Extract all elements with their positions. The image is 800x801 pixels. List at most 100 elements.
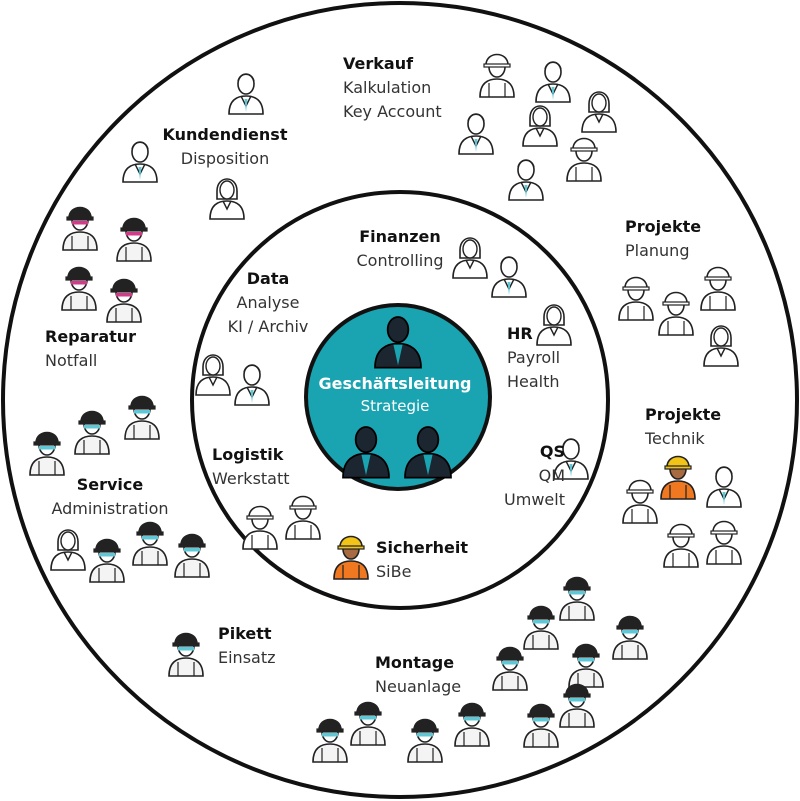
worker-icon [62, 206, 98, 251]
worker-icon [454, 702, 490, 747]
worker-icon [61, 266, 97, 311]
people-icons [29, 53, 742, 763]
label-finanzen: Finanzen Controlling [350, 225, 450, 273]
reparatur-sub-1: Notfall [45, 351, 98, 370]
core-circle [304, 303, 492, 491]
kundendienst-sub-1: Disposition [180, 149, 270, 168]
worker-icon [660, 455, 696, 500]
montage-title: Montage [375, 653, 455, 672]
label-projekte-technik: Projekte Technik [645, 403, 721, 451]
worker-icon [622, 479, 658, 524]
verkauf-sub-2: Key Account [343, 102, 442, 121]
worker-icon [479, 53, 515, 98]
worker-icon [523, 703, 559, 748]
core-subtitle: Strategie [360, 397, 430, 415]
worker-icon [242, 505, 278, 550]
kundendienst-title: Kundendienst [162, 125, 288, 144]
woman-icon [50, 529, 86, 571]
sicherheit-sub-1: SiBe [376, 562, 412, 581]
service-sub-1: Administration [51, 499, 169, 518]
data-sub-1: Analyse [236, 293, 300, 312]
label-kundendienst: Kundendienst Disposition [150, 123, 300, 171]
worker-icon [124, 395, 160, 440]
worker-icon [492, 646, 528, 691]
woman-icon [581, 91, 617, 133]
worker-icon [312, 718, 348, 763]
worker-icon [559, 576, 595, 621]
label-sicherheit: Sicherheit SiBe [376, 536, 468, 584]
qs-title: QS [539, 442, 565, 461]
data-title: Data [246, 269, 290, 288]
qs-sub-1: QM [538, 466, 565, 485]
projekte1-sub-1: Planung [625, 241, 690, 260]
verkauf-sub-1: Kalkulation [343, 78, 432, 97]
montage-sub-1: Neuanlage [375, 677, 462, 696]
label-montage: Montage Neuanlage [375, 651, 461, 699]
worker-icon [333, 535, 369, 580]
worker-icon [663, 523, 699, 568]
sicherheit-title: Sicherheit [376, 538, 468, 557]
reparatur-title: Reparatur [45, 327, 137, 346]
worker-icon [658, 291, 694, 336]
worker-icon [106, 278, 142, 323]
person-icon [706, 466, 742, 508]
hr-sub-1: Payroll [507, 348, 561, 367]
core-title: Geschäftsleitung [318, 374, 472, 393]
worker-icon [523, 605, 559, 650]
hr-title: HR [507, 324, 533, 343]
pikett-title: Pikett [218, 624, 272, 643]
worker-icon [132, 521, 168, 566]
woman-icon [195, 354, 231, 396]
label-data: Data Analyse KI / Archiv [218, 267, 318, 339]
logistik-sub-1: Werkstatt [212, 469, 290, 488]
worker-icon [700, 266, 736, 311]
worker-icon [350, 701, 386, 746]
worker-icon [29, 431, 65, 476]
projekte2-sub-1: Technik [645, 429, 705, 448]
worker-icon [559, 683, 595, 728]
projekte2-title: Projekte [645, 405, 722, 424]
worker-icon [706, 520, 742, 565]
label-reparatur: Reparatur Notfall [45, 325, 136, 373]
finanzen-title: Finanzen [359, 227, 441, 246]
verkauf-title: Verkauf [343, 54, 414, 73]
worker-icon [89, 538, 125, 583]
person-icon [491, 256, 527, 298]
person-icon [234, 364, 270, 406]
person-icon [228, 73, 264, 115]
hr-sub-2: Health [507, 372, 560, 391]
worker-icon [566, 137, 602, 182]
person-icon [508, 159, 544, 201]
label-verkauf: Verkauf Kalkulation Key Account [343, 52, 442, 124]
label-projekte-planung: Projekte Planung [625, 215, 701, 263]
service-title: Service [76, 475, 144, 494]
person-icon [122, 141, 158, 183]
worker-icon [74, 410, 110, 455]
label-service: Service Administration [35, 473, 185, 521]
worker-icon [568, 643, 604, 688]
label-hr: HR Payroll Health [507, 322, 560, 394]
qs-sub-2: Umwelt [504, 490, 565, 509]
core-label: Geschäftsleitung Strategie [305, 373, 485, 417]
worker-icon [168, 632, 204, 677]
worker-icon [407, 718, 443, 763]
label-qs: QS QM Umwelt [480, 440, 565, 512]
woman-icon [522, 105, 558, 147]
finanzen-sub-1: Controlling [356, 251, 444, 270]
person-icon [458, 113, 494, 155]
worker-icon [618, 276, 654, 321]
projekte1-title: Projekte [625, 217, 702, 236]
label-pikett: Pikett Einsatz [218, 622, 276, 670]
person-icon [535, 61, 571, 103]
worker-icon [612, 615, 648, 660]
woman-icon [703, 325, 739, 367]
woman-icon [536, 304, 572, 346]
worker-icon [174, 533, 210, 578]
executive-icon [374, 316, 422, 369]
label-logistik: Logistik Werkstatt [212, 443, 290, 491]
logistik-title: Logistik [212, 445, 284, 464]
person-icon [553, 438, 589, 480]
pikett-sub-1: Einsatz [218, 648, 276, 667]
executive-icon [342, 426, 390, 479]
